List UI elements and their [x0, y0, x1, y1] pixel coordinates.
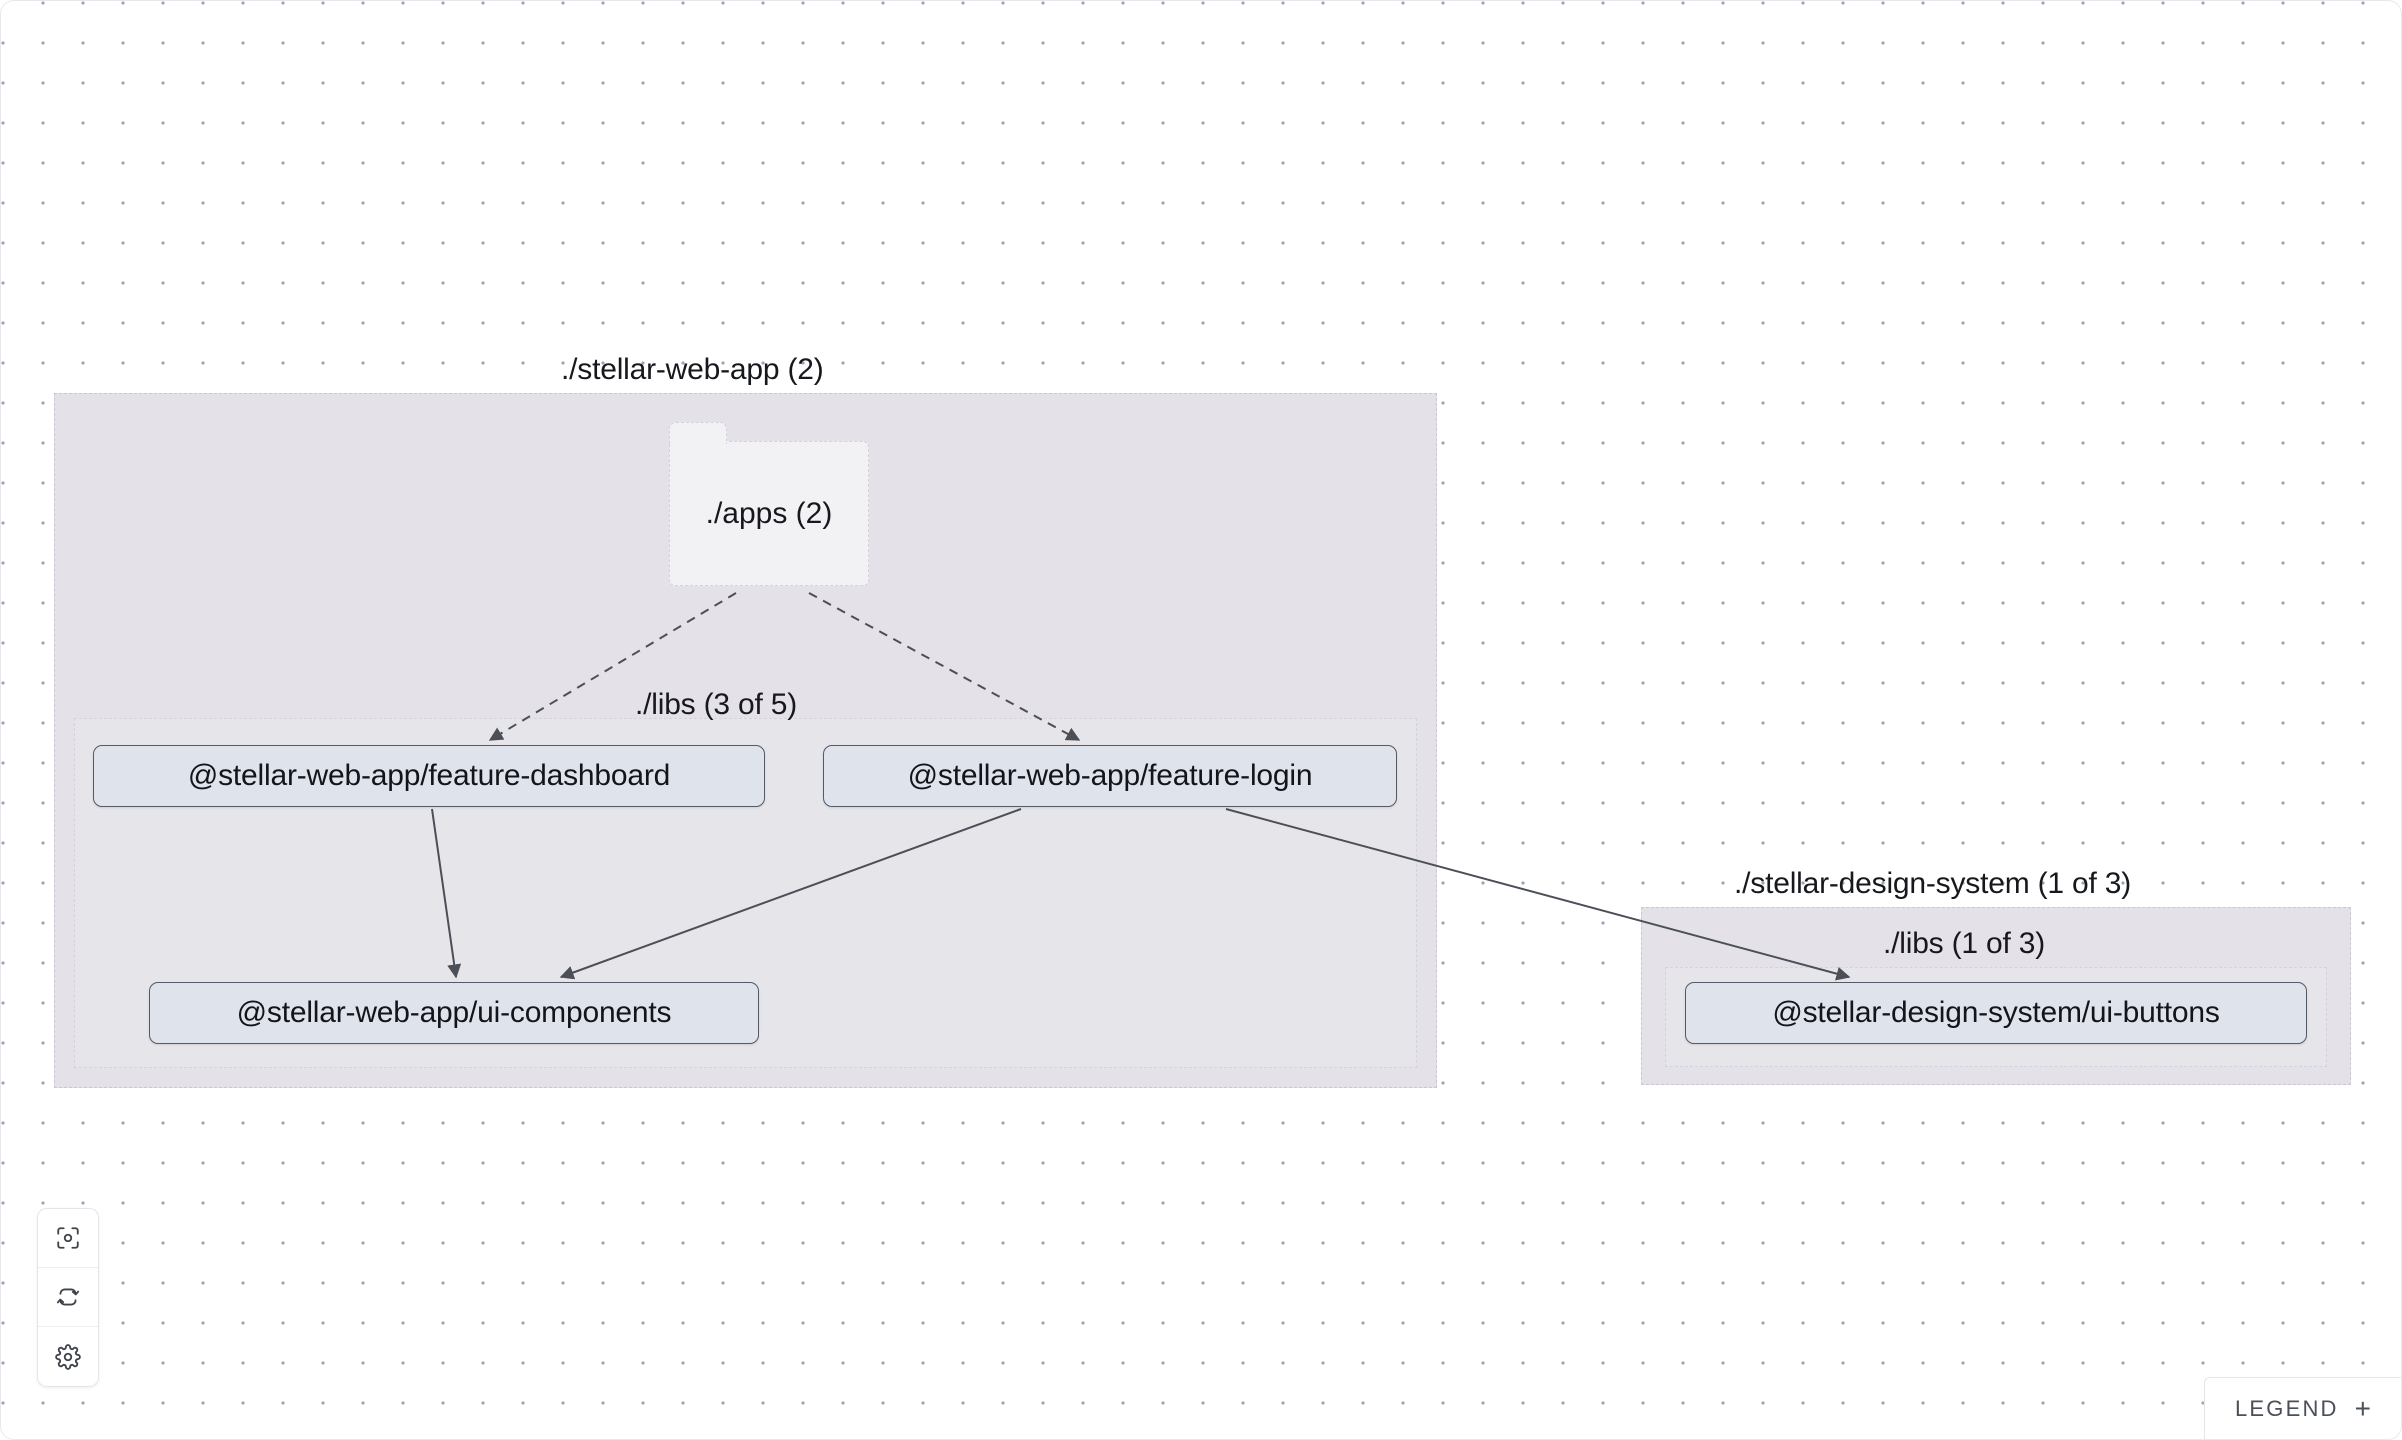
refresh-icon [56, 1288, 80, 1306]
settings-button[interactable] [38, 1327, 98, 1386]
node-ui-buttons[interactable]: @stellar-design-system/ui-buttons [1685, 982, 2307, 1044]
focus-target-icon [57, 1227, 79, 1249]
gear-icon [55, 1343, 81, 1370]
node-ui-components[interactable]: @stellar-web-app/ui-components [149, 982, 759, 1044]
focus-target-button[interactable] [38, 1209, 98, 1268]
node-label-ui-buttons: @stellar-design-system/ui-buttons [1772, 996, 2220, 1029]
subgroup-label-web-app-libs: ./libs (3 of 5) [635, 688, 798, 721]
legend-toggle[interactable]: LEGEND + [2203, 1377, 2401, 1439]
folder-tab-shape [668, 422, 727, 447]
refresh-button[interactable] [38, 1268, 98, 1327]
node-feature-dashboard[interactable]: @stellar-web-app/feature-dashboard [93, 745, 765, 807]
group-label-stellar-design-system: ./stellar-design-system (1 of 3) [1734, 867, 2132, 900]
node-label-feature-dashboard: @stellar-web-app/feature-dashboard [187, 759, 671, 792]
node-label-ui-components: @stellar-web-app/ui-components [236, 996, 672, 1029]
plus-icon: + [2354, 1392, 2371, 1424]
folder-label-apps: ./apps (2) [705, 496, 833, 530]
node-label-feature-login: @stellar-web-app/feature-login [907, 759, 1313, 792]
canvas-controls-toolbar[interactable] [37, 1208, 99, 1387]
folder-node-apps[interactable]: ./apps (2) [668, 422, 869, 586]
subgroup-label-design-system-libs: ./libs (1 of 3) [1883, 927, 2046, 960]
legend-label: LEGEND [2234, 1395, 2339, 1421]
node-feature-login[interactable]: @stellar-web-app/feature-login [823, 745, 1397, 807]
group-label-stellar-web-app: ./stellar-web-app (2) [561, 353, 824, 386]
